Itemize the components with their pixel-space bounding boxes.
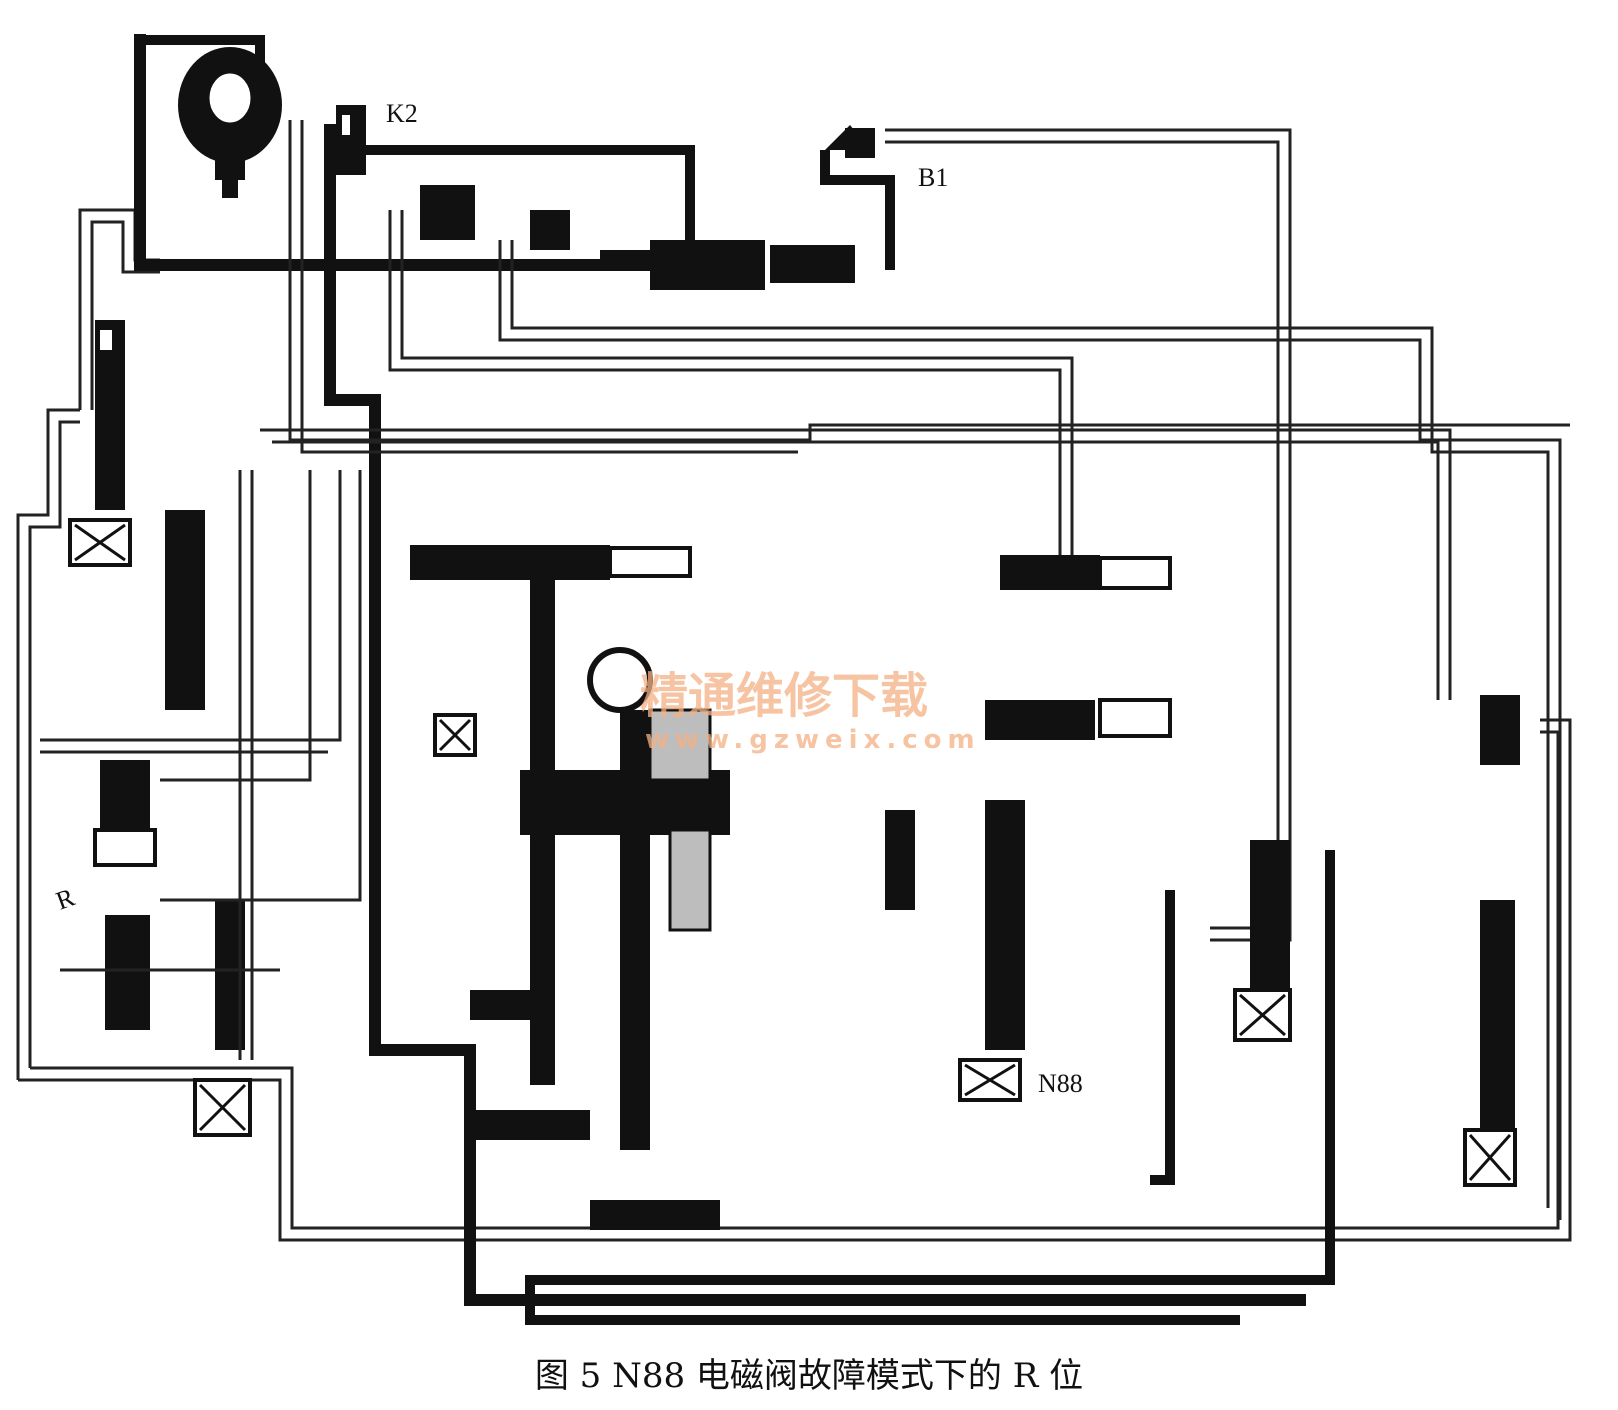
central-valve-block	[410, 545, 730, 1230]
top-shift-valve	[420, 185, 855, 290]
figure-caption: 图 5 N88 电磁阀故障模式下的 R 位	[534, 1356, 1084, 1396]
b1-brake-port: B1	[820, 125, 948, 270]
accumulator-top-left	[178, 47, 282, 198]
watermark: 精通维修下载 www.gzweix.com	[640, 668, 981, 755]
left-valve-cluster: R	[52, 320, 252, 1137]
watermark-line2: www.gzweix.com	[645, 725, 981, 755]
k2-clutch-port: K2	[336, 99, 418, 175]
r-label: R	[52, 882, 79, 915]
left-passage-bundle	[40, 470, 362, 1060]
right-valves	[1233, 695, 1520, 1187]
watermark-line1: 精通维修下载	[640, 668, 928, 724]
right-thick-line	[525, 850, 1335, 1325]
b1-label: B1	[918, 163, 948, 192]
right-center-valves: N88	[885, 555, 1172, 1102]
thin-passages-top	[260, 120, 1570, 1220]
n88-label: N88	[1038, 1069, 1083, 1098]
k2-label: K2	[386, 99, 418, 128]
